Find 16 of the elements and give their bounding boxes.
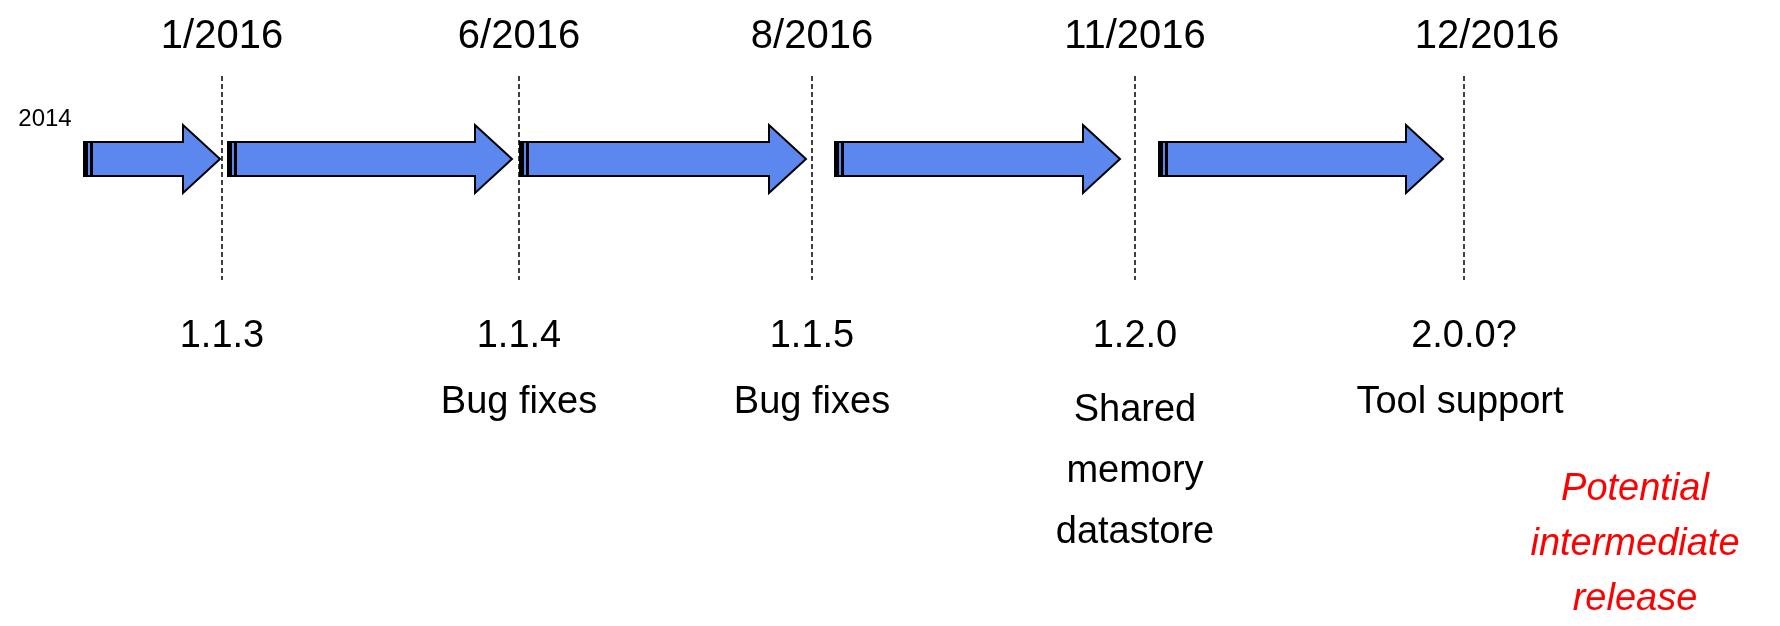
version-label: 1.1.5 bbox=[768, 312, 856, 357]
release-description: Bug fixes bbox=[732, 378, 892, 423]
version-label: 1.2.0 bbox=[1091, 312, 1179, 357]
release-description: Bug fixes bbox=[439, 378, 599, 423]
date-label: 11/2016 bbox=[1063, 11, 1207, 58]
version-label: 1.1.3 bbox=[178, 312, 266, 357]
release-description: Tool support bbox=[1355, 378, 1565, 423]
version-label: 2.0.0? bbox=[1410, 312, 1518, 357]
year-label: 2014 bbox=[17, 104, 73, 133]
release-note: Potential intermediate release bbox=[1529, 465, 1741, 621]
date-label: 6/2016 bbox=[456, 11, 582, 58]
version-label: 1.1.4 bbox=[475, 312, 563, 357]
date-label: 1/2016 bbox=[159, 11, 285, 58]
date-label: 8/2016 bbox=[749, 11, 875, 58]
date-label: 12/2016 bbox=[1413, 11, 1561, 58]
release-description: Shared memory datastore bbox=[1054, 386, 1216, 553]
